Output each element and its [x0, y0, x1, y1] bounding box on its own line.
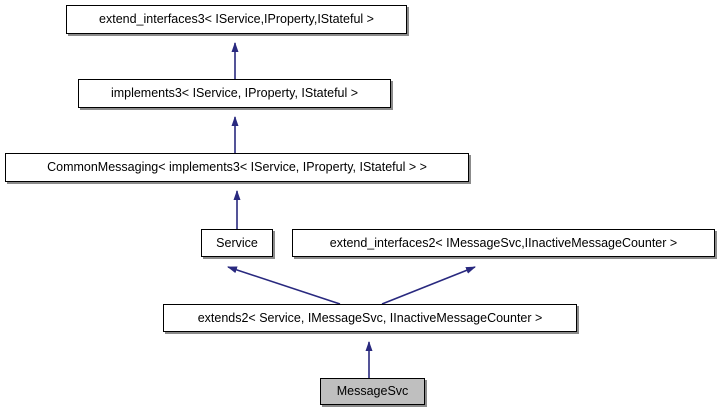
node-label: MessageSvc: [336, 384, 409, 399]
node-label: extends2< Service, IMessageSvc, IInactiv…: [197, 310, 543, 325]
node-label: extend_interfaces2< IMessageSvc,IInactiv…: [329, 235, 678, 250]
node-service[interactable]: Service: [201, 229, 273, 257]
node-label: CommonMessaging< implements3< IService, …: [47, 160, 427, 175]
node-extend-interfaces2[interactable]: extend_interfaces2< IMessageSvc,IInactiv…: [292, 229, 715, 257]
node-implements3[interactable]: implements3< IService, IProperty, IState…: [78, 79, 391, 108]
node-messagesvc[interactable]: MessageSvc: [320, 378, 425, 405]
node-label: extend_interfaces3< IService,IProperty,I…: [99, 12, 374, 27]
node-label: implements3< IService, IProperty, IState…: [110, 86, 359, 101]
edge-extends2-to-extend_interfaces2: [381, 266, 476, 305]
edge-extends2-to-service: [227, 266, 341, 305]
node-extends2[interactable]: extends2< Service, IMessageSvc, IInactiv…: [163, 304, 577, 332]
node-extend-interfaces3[interactable]: extend_interfaces3< IService,IProperty,I…: [66, 5, 407, 34]
node-label: Service: [216, 235, 258, 250]
node-commonmessaging[interactable]: CommonMessaging< implements3< IService, …: [5, 153, 469, 182]
